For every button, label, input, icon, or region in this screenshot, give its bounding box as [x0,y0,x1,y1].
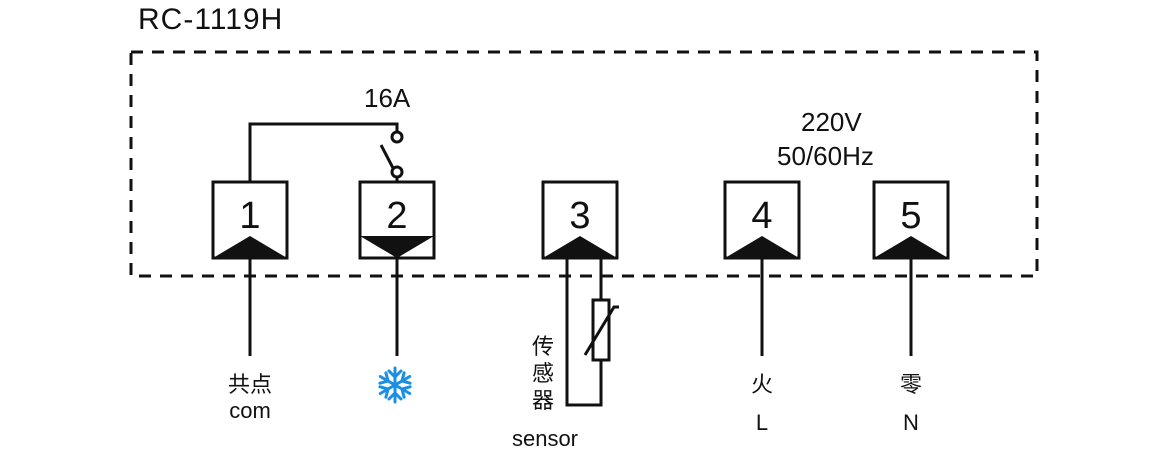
terminal-4-label-cn: 火 [751,372,773,397]
terminal-4: 4 [723,180,801,356]
terminal-number: 3 [569,195,590,237]
terminal-3-label-en: sensor [512,426,578,449]
terminal-4-label-en: L [756,410,768,435]
terminal-number: 1 [239,195,260,237]
terminal-number: 2 [386,195,407,237]
sensor-char-1: 传 [532,334,554,359]
terminal-1: 1 [211,180,289,356]
terminal-2: 2 [358,180,436,356]
terminal-5-label-en: N [903,410,919,435]
terminal-1-label-cn: 共点 [228,372,272,397]
voltage-label: 220V [801,107,862,137]
controller-enclosure [129,50,1039,278]
thermistor-sensor [565,256,619,407]
terminal-number: 5 [900,195,921,237]
terminal-number: 4 [751,195,772,237]
relay-rating-label: 16A [364,83,411,113]
terminal-5-label-cn: 零 [900,372,922,397]
terminal-1-label-en: com [229,398,271,423]
sensor-char-3: 器 [532,388,554,413]
snowflake-icon [378,366,412,404]
relay-switch [248,122,404,182]
frequency-label: 50/60Hz [777,141,874,171]
sensor-char-2: 感 [532,361,554,386]
terminal-5: 5 [872,180,950,356]
terminal-3: 3 [541,180,619,260]
model-title: RC-1119H [138,3,283,36]
terminal-3-label-cn: 传 感 器 [532,334,554,413]
